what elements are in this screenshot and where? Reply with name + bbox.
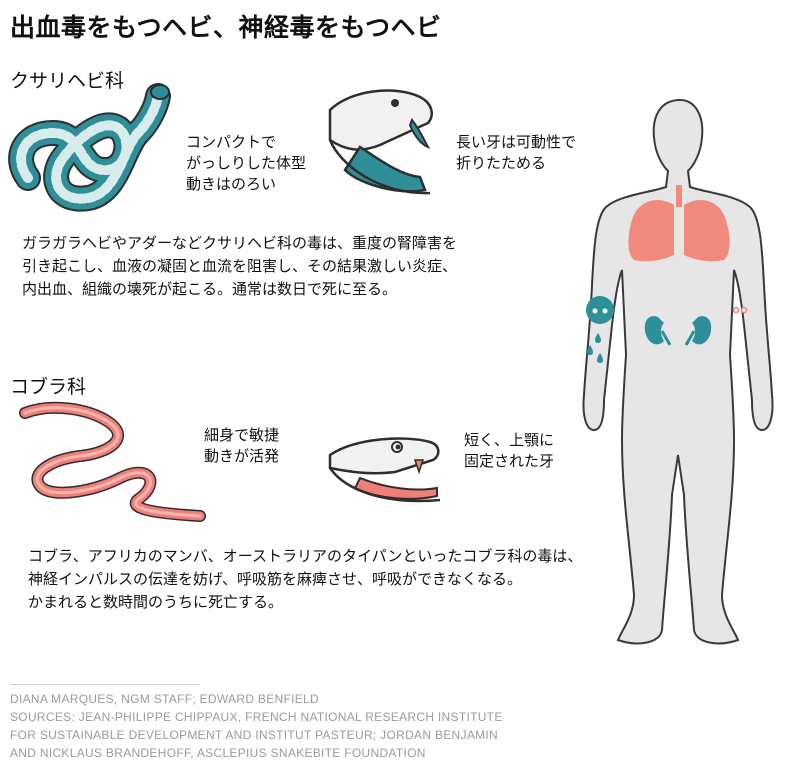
viper-fang-note-line: 折りたためる	[456, 154, 547, 172]
viper-fang-note: 長い牙は可動性で 折りたためる	[456, 132, 576, 174]
cobra-snake-illustration	[19, 401, 206, 522]
cobra-heading: コブラ科	[10, 376, 87, 398]
cobra-body-note: 細身で敏捷 動きが活発	[204, 425, 279, 467]
credit-line: SOURCES: JEAN-PHILIPPE CHIPPAUX, FRENCH …	[10, 710, 503, 724]
viper-head-illustration	[328, 89, 433, 195]
cobra-body-note-line: 動きが活発	[204, 447, 280, 465]
credits-divider	[10, 684, 200, 685]
cobra-description-line: 神経インパルスの伝達を妨げ、呼吸筋を麻痺させ、呼吸ができなくなる。	[28, 570, 522, 588]
cobra-head-illustration	[328, 437, 441, 503]
credits: DIANA MARQUES, NGM STAFF; EDWARD BENFIEL…	[10, 690, 503, 762]
viper-heading: クサリヘビ科	[10, 70, 125, 92]
viper-body-note-line: がっしりした体型	[186, 154, 307, 172]
blood-drop	[587, 345, 593, 355]
blood-drop	[597, 353, 603, 363]
cobra-description-line: かまれると数時間のうちに死亡する。	[28, 593, 284, 611]
bite-mark	[732, 306, 740, 314]
bite-mark	[740, 306, 748, 314]
body-silhouette	[582, 98, 774, 645]
right-lung	[684, 200, 730, 262]
credit-line: AND NICKLAUS BRANDEHOFF, ASCLEPIUS SNAKE…	[10, 746, 426, 760]
right-kidney	[692, 316, 712, 345]
cobra-description: コブラ、アフリカのマンバ、オーストラリアのタイパンといったコブラ科の毒は、 神経…	[28, 545, 582, 614]
viper-body-note-line: コンパクトで	[186, 133, 277, 151]
viper-description: ガラガラヘビやアダーなどクサリヘビ科の毒は、重度の腎障害を 引き起こし、血液の凝…	[22, 232, 457, 301]
bite-wound-swelling	[586, 296, 614, 324]
viper-body-note-line: 動きはのろい	[186, 175, 277, 193]
viper-description-line: 引き起こし、血液の凝固と血流を阻害し、その結果激しい炎症、	[22, 257, 458, 275]
page-title: 出血毒をもつヘビ、神経毒をもつヘビ	[10, 13, 442, 42]
cobra-description-line: コブラ、アフリカのマンバ、オーストラリアのタイパンといったコブラ科の毒は、	[28, 547, 583, 565]
human-body-figure	[582, 98, 774, 645]
cobra-fang-note: 短く、上顎に 固定された牙	[464, 430, 554, 472]
cobra-fang-note-line: 短く、上顎に	[464, 431, 555, 449]
trachea	[676, 185, 682, 207]
cobra-fang-note-line: 固定された牙	[464, 452, 555, 470]
left-lung	[628, 200, 674, 262]
viper-description-line: 内出血、組織の壊死が起こる。通常は数日で死に至る。	[22, 280, 398, 298]
left-kidney	[644, 316, 664, 345]
credit-line: DIANA MARQUES, NGM STAFF; EDWARD BENFIEL…	[10, 692, 319, 706]
cobra-body-note-line: 細身で敏捷	[204, 426, 280, 444]
viper-fang-note-line: 長い牙は可動性で	[456, 133, 577, 151]
credit-line: FOR SUSTAINABLE DEVELOPMENT AND INSTITUT…	[10, 728, 499, 742]
viper-description-line: ガラガラヘビやアダーなどクサリヘビ科の毒は、重度の腎障害を	[22, 234, 458, 252]
viper-snake-illustration	[8, 83, 171, 212]
blood-drop	[595, 333, 601, 343]
viper-body-note: コンパクトで がっしりした体型 動きはのろい	[186, 132, 306, 195]
